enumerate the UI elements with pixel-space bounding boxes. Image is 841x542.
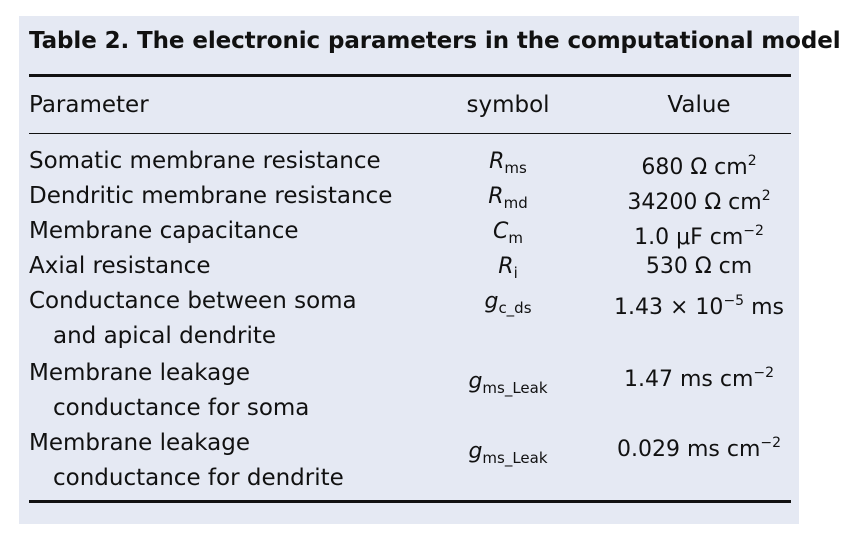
header-value: Value [667, 92, 731, 118]
symbol-cell: gms_Leak [452, 364, 564, 406]
value-text: 0.029 ms cm [616, 437, 761, 462]
header-symbol: symbol [466, 92, 550, 118]
value-exponent: −2 [760, 435, 782, 451]
symbol-subscript: c_ds [498, 299, 532, 317]
value-text: 530 Ω cm [645, 254, 753, 279]
symbol-cell: Rmd [452, 179, 564, 221]
symbol-base: g [484, 289, 499, 314]
symbol-subscript: i [513, 264, 518, 282]
symbol-cell: gc_ds [452, 284, 564, 326]
symbol-subscript: ms_Leak [482, 379, 548, 397]
symbol-base: R [498, 254, 514, 279]
parameter-name: Axial resistance [29, 249, 210, 284]
parameter-name: Membrane leakage conductance for dendrit… [29, 426, 344, 496]
parameter-name: Conductance between soma and apical dend… [29, 284, 357, 354]
header-parameter: Parameter [29, 92, 149, 118]
symbol-base: R [488, 184, 504, 209]
symbol-base: C [493, 219, 509, 244]
value-exponent: 2 [761, 188, 771, 204]
table-panel: Table 2. The electronic parameters in th… [19, 16, 841, 524]
value-cell: 1.43 × 10−5 ms [604, 284, 794, 325]
symbol-base: g [468, 439, 483, 464]
value-cell: 1.0 μF cm−2 [604, 214, 794, 255]
value-text: 34200 Ω cm [627, 190, 762, 215]
parameter-line: and apical dendrite [53, 323, 277, 349]
symbol-base: g [468, 369, 483, 394]
parameter-line: conductance for soma [53, 395, 310, 421]
parameter-line: Membrane capacitance [29, 218, 299, 244]
value-cell: 34200 Ω cm2 [604, 179, 794, 220]
value-cell: 1.47 ms cm−2 [604, 356, 794, 397]
symbol-cell: gms_Leak [452, 434, 564, 476]
parameter-line: conductance for dendrite [53, 465, 344, 491]
value-unit: ms [744, 295, 784, 320]
value-text: 1.0 μF cm [634, 225, 744, 250]
value-text: 1.43 × 10 [614, 295, 724, 320]
symbol-base: R [489, 149, 505, 174]
value-exponent: −5 [723, 293, 745, 309]
parameter-line: Somatic membrane resistance [29, 148, 381, 174]
symbol-subscript: ms [504, 159, 527, 177]
table-title: Table 2. The electronic parameters in th… [29, 28, 841, 54]
value-cell: 0.029 ms cm−2 [604, 426, 794, 467]
parameter-name: Somatic membrane resistance [29, 144, 381, 179]
symbol-subscript: m [508, 229, 523, 247]
parameter-name: Dendritic membrane resistance [29, 179, 392, 214]
value-text: 680 Ω cm [641, 155, 748, 180]
value-exponent: −2 [743, 223, 764, 239]
parameter-line: Conductance between soma [29, 288, 357, 314]
parameter-name: Membrane leakage conductance for soma [29, 356, 309, 426]
value-text: 1.47 ms cm [623, 367, 754, 392]
symbol-cell: Cm [452, 214, 564, 256]
parameter-line: Membrane leakage [29, 430, 250, 456]
value-cell: 530 Ω cm [604, 249, 794, 284]
symbol-cell: Rms [452, 144, 564, 186]
bottom-rule [29, 500, 791, 503]
header-rule [29, 133, 791, 134]
parameter-line: Axial resistance [29, 253, 211, 279]
parameter-line: Dendritic membrane resistance [29, 183, 393, 209]
symbol-cell: Ri [452, 249, 564, 291]
value-exponent: 2 [747, 153, 757, 169]
value-cell: 680 Ω cm2 [604, 144, 794, 185]
top-rule [29, 74, 791, 77]
symbol-subscript: md [503, 194, 528, 212]
value-exponent: −2 [753, 365, 775, 381]
symbol-subscript: ms_Leak [482, 449, 548, 467]
parameter-line: Membrane leakage [29, 360, 250, 386]
parameter-name: Membrane capacitance [29, 214, 299, 249]
